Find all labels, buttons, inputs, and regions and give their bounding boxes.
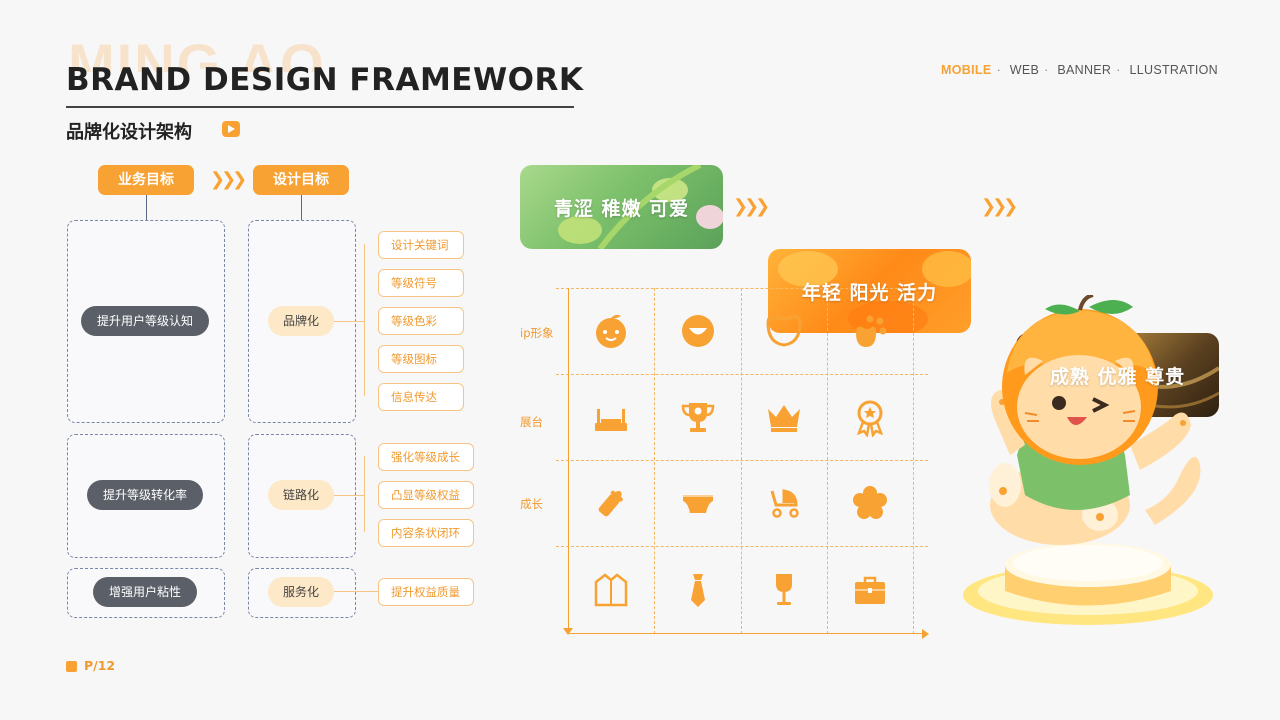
bean-icon bbox=[766, 315, 802, 347]
linkage-tag: 内容条状闭环 bbox=[378, 519, 474, 547]
nav-item-illustration[interactable]: LLUSTRATION bbox=[1129, 63, 1218, 77]
smile-circle-icon bbox=[682, 315, 714, 347]
connector-line bbox=[301, 195, 302, 220]
green-leaf-decoration bbox=[558, 165, 723, 249]
page-subtitle: 品牌化设计架构 bbox=[66, 122, 192, 143]
branding-tag: 等级符号 bbox=[378, 269, 464, 297]
page-title: BRAND DESIGN FRAMEWORK bbox=[66, 62, 584, 98]
top-nav: MOBILE· WEB· BANNER· LLUSTRATION bbox=[941, 63, 1218, 77]
diaper-icon bbox=[683, 494, 713, 513]
orange-face-icon bbox=[596, 314, 626, 348]
business-goal-header: 业务目标 bbox=[98, 165, 194, 195]
tag-connector bbox=[364, 456, 365, 532]
business-goal-pill: 提升用户等级认知 bbox=[81, 306, 209, 336]
branding-tag: 信息传达 bbox=[378, 383, 464, 411]
arrow-right-icon bbox=[922, 629, 929, 639]
play-icon[interactable] bbox=[222, 121, 240, 137]
page-indicator-icon bbox=[66, 661, 77, 672]
business-goal-pill: 增强用户粘性 bbox=[93, 577, 197, 607]
tag-connector bbox=[334, 591, 378, 592]
tag-connector bbox=[334, 495, 364, 496]
medal-icon bbox=[856, 400, 884, 437]
grid-line bbox=[654, 288, 655, 634]
service-tag: 提升权益质量 bbox=[378, 578, 474, 606]
chevrons-right-icon: ❯❯❯ bbox=[210, 169, 247, 190]
stage-label: 青涩 稚嫩 可爱 bbox=[553, 197, 690, 220]
design-goal-pill: 服务化 bbox=[268, 577, 334, 607]
wine-glass-icon bbox=[776, 574, 792, 605]
arrow-down-icon bbox=[563, 628, 573, 635]
design-goal-pill: 品牌化 bbox=[268, 306, 334, 336]
row-label-growth: 成长 bbox=[520, 497, 543, 511]
nav-item-web[interactable]: WEB bbox=[1009, 63, 1040, 77]
grid-line bbox=[913, 288, 914, 634]
title-divider bbox=[66, 106, 574, 108]
tag-connector bbox=[334, 321, 364, 322]
crown-icon bbox=[768, 405, 800, 432]
tag-connector bbox=[364, 244, 365, 396]
nav-item-banner[interactable]: BANNER bbox=[1057, 63, 1112, 77]
page-number: P/12 bbox=[84, 658, 116, 673]
tie-icon bbox=[691, 574, 705, 607]
grid-line bbox=[556, 546, 928, 547]
flower-badge-icon bbox=[853, 486, 887, 519]
branding-tag: 等级图标 bbox=[378, 345, 464, 373]
chevrons-right-icon: ❯❯❯ bbox=[981, 196, 1018, 217]
grid-line bbox=[556, 460, 928, 461]
stroller-icon bbox=[770, 489, 799, 518]
design-goal-pill: 链路化 bbox=[268, 480, 334, 510]
row-label-stage: 展台 bbox=[520, 415, 543, 429]
grid-line bbox=[556, 288, 928, 289]
linkage-tag: 凸显等级权益 bbox=[378, 481, 474, 509]
baby-bottle-icon bbox=[598, 490, 624, 517]
chevrons-right-icon: ❯❯❯ bbox=[733, 196, 770, 217]
orange-cat-mascot-illustration bbox=[963, 295, 1213, 625]
x-axis-line bbox=[568, 633, 924, 634]
nav-item-mobile[interactable]: MOBILE bbox=[941, 63, 992, 77]
dots-bean-icon bbox=[856, 315, 887, 347]
business-goal-pill: 提升等级转化率 bbox=[87, 480, 203, 510]
stage-label: 年轻 阳光 活力 bbox=[801, 281, 938, 304]
linkage-tag: 强化等级成长 bbox=[378, 443, 474, 471]
jacket-icon bbox=[594, 573, 628, 607]
trophy-icon bbox=[681, 403, 715, 432]
stage-card-young: 青涩 稚嫩 可爱 bbox=[520, 165, 723, 249]
grid-line bbox=[741, 288, 742, 634]
row-label-ip: ip形象 bbox=[520, 326, 554, 340]
podium-icon bbox=[595, 409, 627, 431]
branding-tag: 等级色彩 bbox=[378, 307, 464, 335]
branding-tag: 设计关键词 bbox=[378, 231, 464, 259]
ghost-watermark-text: MING AO bbox=[68, 32, 326, 72]
orange-wave-decoration bbox=[778, 251, 971, 333]
grid-line bbox=[556, 374, 928, 375]
stage-label: 成熟 优雅 尊贵 bbox=[1049, 365, 1186, 388]
connector-line bbox=[146, 195, 147, 220]
y-axis-line bbox=[568, 288, 569, 630]
briefcase-icon bbox=[855, 576, 885, 604]
design-goal-header: 设计目标 bbox=[253, 165, 349, 195]
grid-line bbox=[827, 288, 828, 634]
